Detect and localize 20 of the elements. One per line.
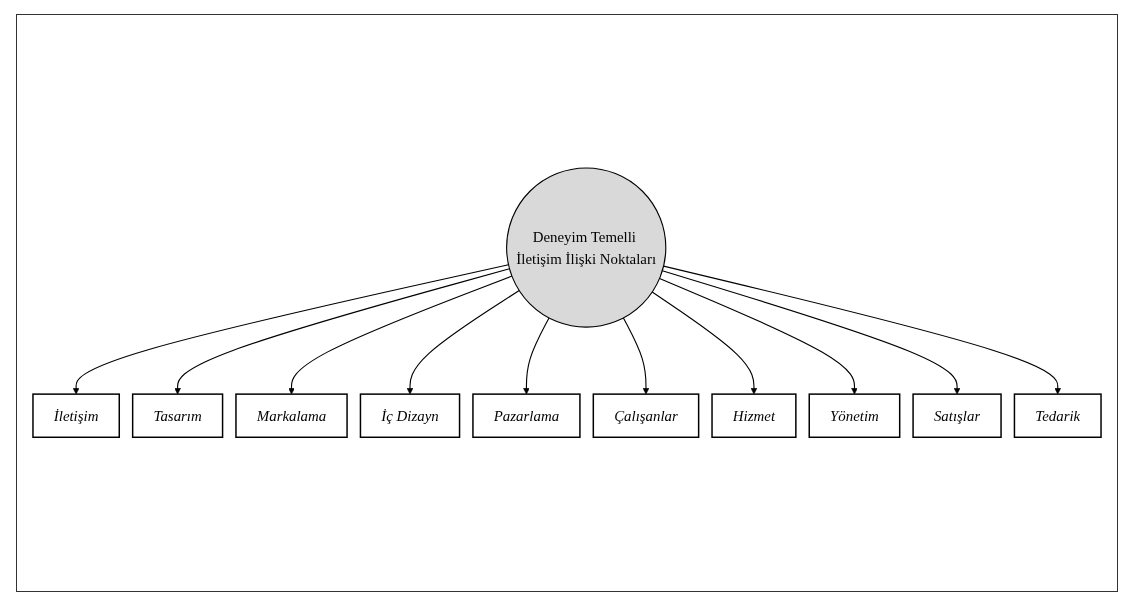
node-box: Çalışanlar	[592, 393, 700, 439]
node-box: Yönetim	[808, 393, 901, 439]
arrow	[663, 265, 1061, 395]
arrow	[72, 264, 510, 395]
arrow	[406, 290, 520, 395]
node-box: Tedarik	[1013, 393, 1102, 439]
arrow	[661, 270, 961, 395]
node-box: İletişim	[32, 393, 120, 439]
node-circle: Deneyim Temelli İletişim İlişki Noktaları	[506, 167, 667, 329]
node-box: İç Dizayn	[359, 393, 461, 439]
arrow	[622, 317, 650, 395]
arrow	[523, 317, 550, 395]
arrow	[174, 268, 511, 395]
node-box: Tasarım	[131, 393, 224, 439]
node-box: Pazarlama	[472, 393, 581, 439]
node-box: Hizmet	[711, 393, 797, 439]
arrow	[651, 291, 758, 395]
arrow	[659, 278, 858, 395]
node-box: Satışlar	[912, 393, 1002, 439]
node-box: Markalama	[235, 393, 348, 439]
